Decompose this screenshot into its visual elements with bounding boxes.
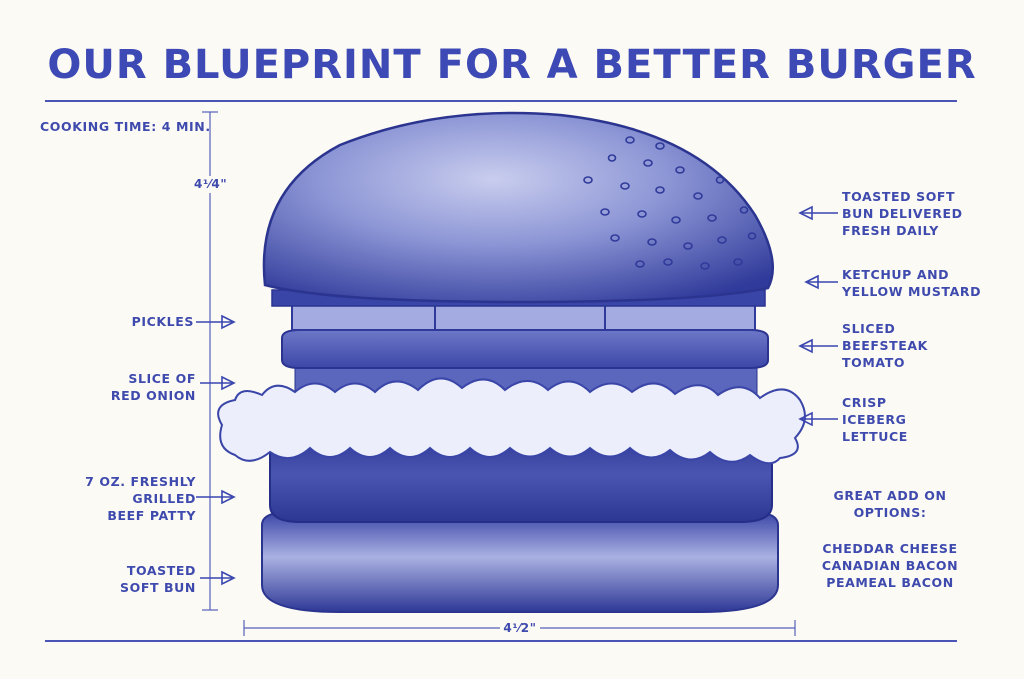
tomato-slice bbox=[281, 329, 769, 369]
label-tomato: SLICED BEEFSTEAK TOMATO bbox=[842, 321, 928, 370]
arrow-onion-icon bbox=[200, 375, 236, 391]
top-bun bbox=[262, 111, 775, 304]
arrow-bottom-bun-icon bbox=[200, 570, 236, 586]
label-red-onion: SLICE OF RED ONION bbox=[110, 371, 196, 403]
bottom-bun bbox=[261, 511, 779, 613]
arrow-condiments-icon bbox=[804, 274, 838, 290]
arrow-patty-icon bbox=[196, 489, 236, 505]
label-condiments: KETCHUP AND YELLOW MUSTARD bbox=[842, 267, 982, 299]
arrow-pickles-icon bbox=[196, 314, 236, 330]
page-title: OUR BLUEPRINT FOR A BETTER BURGER bbox=[47, 42, 977, 88]
height-dimension bbox=[202, 111, 218, 611]
pickles bbox=[291, 304, 756, 331]
label-bottom-bun: TOASTED SOFT BUN bbox=[120, 563, 196, 595]
right-arrows bbox=[798, 205, 838, 427]
add-ons-heading: GREAT ADD ON OPTIONS: bbox=[833, 488, 947, 520]
label-pickles: PICKLES bbox=[131, 314, 194, 329]
label-top-bun: TOASTED SOFT BUN DELIVERED FRESH DAILY bbox=[842, 189, 963, 238]
height-dimension-label: 4¹⁄4" bbox=[192, 176, 230, 193]
label-beef-patty: 7 OZ. FRESHLY GRILLED BEEF PATTY bbox=[85, 474, 196, 523]
label-lettuce: CRISP ICEBERG LETTUCE bbox=[842, 395, 908, 444]
arrow-lettuce-icon bbox=[798, 411, 838, 427]
cooking-time-label: COOKING TIME: 4 MIN. bbox=[40, 119, 211, 134]
top-rule bbox=[45, 100, 957, 102]
sesame-seeds bbox=[583, 136, 757, 270]
width-dimension-label: 4¹⁄2" bbox=[500, 620, 540, 637]
lettuce bbox=[217, 377, 806, 465]
bottom-rule bbox=[45, 640, 957, 642]
add-ons-list: CHEDDAR CHEESE CANADIAN BACON PEAMEAL BA… bbox=[821, 541, 959, 590]
arrow-top-bun-icon bbox=[798, 205, 838, 221]
arrow-tomato-icon bbox=[798, 338, 838, 354]
left-arrows bbox=[196, 314, 236, 586]
